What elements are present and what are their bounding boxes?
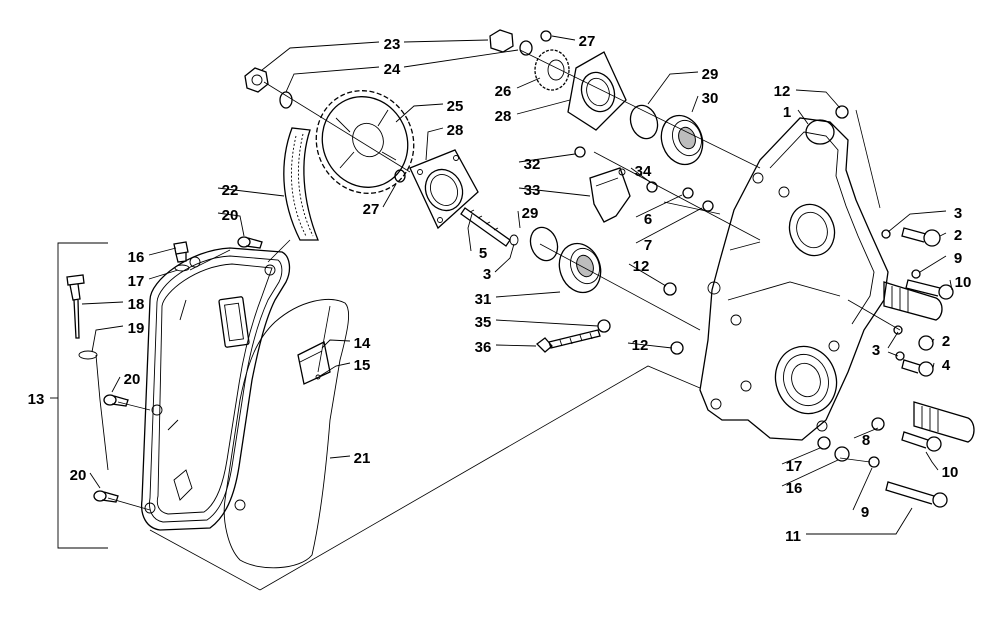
bolt-2-top <box>901 227 941 247</box>
callout-c9a: 9 <box>954 250 962 267</box>
nut-12-top <box>835 105 849 119</box>
callout-c30: 30 <box>702 90 719 107</box>
callout-c28a: 28 <box>447 122 464 139</box>
gasket-21 <box>223 299 350 569</box>
callout-c22: 22 <box>222 182 239 199</box>
callout-c16b: 16 <box>786 480 803 497</box>
bearing-30 <box>660 114 704 166</box>
callout-c19: 19 <box>128 320 145 337</box>
callout-c18: 18 <box>128 296 145 313</box>
callout-c32: 32 <box>524 156 541 173</box>
washer-7 <box>702 200 714 212</box>
callout-c26: 26 <box>495 83 512 100</box>
bolt-2-low <box>918 335 934 351</box>
nut-12-mid <box>663 282 677 296</box>
callout-c33: 33 <box>524 182 541 199</box>
shaft-upper-right <box>883 281 943 321</box>
assembly-bracket-13 <box>50 242 108 549</box>
callout-c2b: 2 <box>942 333 950 350</box>
small-parts-bottom <box>817 229 921 468</box>
washer-24-top <box>519 40 533 56</box>
bolt-11 <box>885 481 948 508</box>
callout-c4: 4 <box>942 357 951 374</box>
bolt-4 <box>901 359 934 377</box>
callout-c31: 31 <box>475 291 492 308</box>
gear-26 <box>534 49 570 91</box>
callout-leaders <box>81 35 953 535</box>
callout-c36: 36 <box>475 339 492 356</box>
callout-c5: 5 <box>479 245 487 262</box>
callout-c3a: 3 <box>954 205 962 222</box>
callout-c23: 23 <box>384 36 401 53</box>
callout-c14: 14 <box>354 335 371 352</box>
callout-c12a: 12 <box>774 83 791 100</box>
callout-c27b: 27 <box>363 201 380 218</box>
bearing-plate-28-left <box>409 149 479 230</box>
oring-29-lower <box>529 226 559 262</box>
callout-c20c: 20 <box>70 467 87 484</box>
plate-14 <box>297 341 331 385</box>
callout-labels: 1223334567899101011121212131415161617171… <box>28 33 972 545</box>
callout-c24: 24 <box>384 61 401 78</box>
washer-32 <box>574 146 586 158</box>
bolt-10-top <box>905 279 954 300</box>
callout-c21: 21 <box>354 450 371 467</box>
bolt-36 <box>536 329 601 353</box>
chain-22 <box>283 127 319 241</box>
nut-12-low <box>670 341 684 355</box>
bearing-plate-28-top <box>567 51 627 131</box>
washer-34 <box>646 181 658 193</box>
callout-c15: 15 <box>354 357 371 374</box>
callout-c7: 7 <box>644 237 652 254</box>
callout-c3b: 3 <box>483 266 491 283</box>
callout-c9b: 9 <box>861 504 869 521</box>
dipstick-18 <box>66 274 98 360</box>
nut-35 <box>597 319 611 333</box>
callout-c10a: 10 <box>955 274 972 291</box>
gear-case-cover <box>140 247 291 531</box>
washer-24-left <box>279 91 293 109</box>
bracket-33 <box>589 167 631 223</box>
bolt-20-top <box>237 236 263 249</box>
oring-29-top <box>629 104 659 140</box>
bolt-20-bottom <box>93 490 119 503</box>
gear-case-housing <box>699 117 889 441</box>
callout-c27a: 27 <box>579 33 596 50</box>
callout-c35: 35 <box>475 314 492 331</box>
washer-6 <box>682 187 694 199</box>
callout-c1: 1 <box>783 104 791 121</box>
sprocket-25 <box>315 90 415 194</box>
bolt-10-low <box>901 431 942 452</box>
nut-23-top <box>489 29 514 53</box>
plug-16 <box>173 241 190 272</box>
callout-c10b: 10 <box>942 464 959 481</box>
bearing-31 <box>558 242 602 294</box>
callout-c12c: 12 <box>632 337 649 354</box>
callout-c11: 11 <box>785 528 801 545</box>
callout-c29b: 29 <box>522 205 539 222</box>
nut-27-left <box>394 169 406 183</box>
callout-c12b: 12 <box>633 258 650 275</box>
callout-c17b: 17 <box>786 458 803 475</box>
assembly-axis-lines <box>107 49 901 591</box>
callout-c6: 6 <box>644 211 652 228</box>
callout-c13: 13 <box>28 391 45 408</box>
callout-c34: 34 <box>635 163 652 180</box>
callout-c28b: 28 <box>495 108 512 125</box>
callout-c3c: 3 <box>872 342 880 359</box>
callout-c20b: 20 <box>124 371 141 388</box>
callout-c17a: 17 <box>128 273 145 290</box>
nut-23-left <box>244 67 269 93</box>
callout-c29a: 29 <box>702 66 719 83</box>
callout-c2a: 2 <box>954 227 962 244</box>
nut-27-top <box>540 30 552 42</box>
bolt-20-mid <box>103 394 129 407</box>
callout-c16a: 16 <box>128 249 145 266</box>
callout-c20a: 20 <box>222 207 239 224</box>
shaft-lower-right <box>913 401 975 443</box>
callout-c8: 8 <box>862 432 870 449</box>
callout-c25: 25 <box>447 98 464 115</box>
